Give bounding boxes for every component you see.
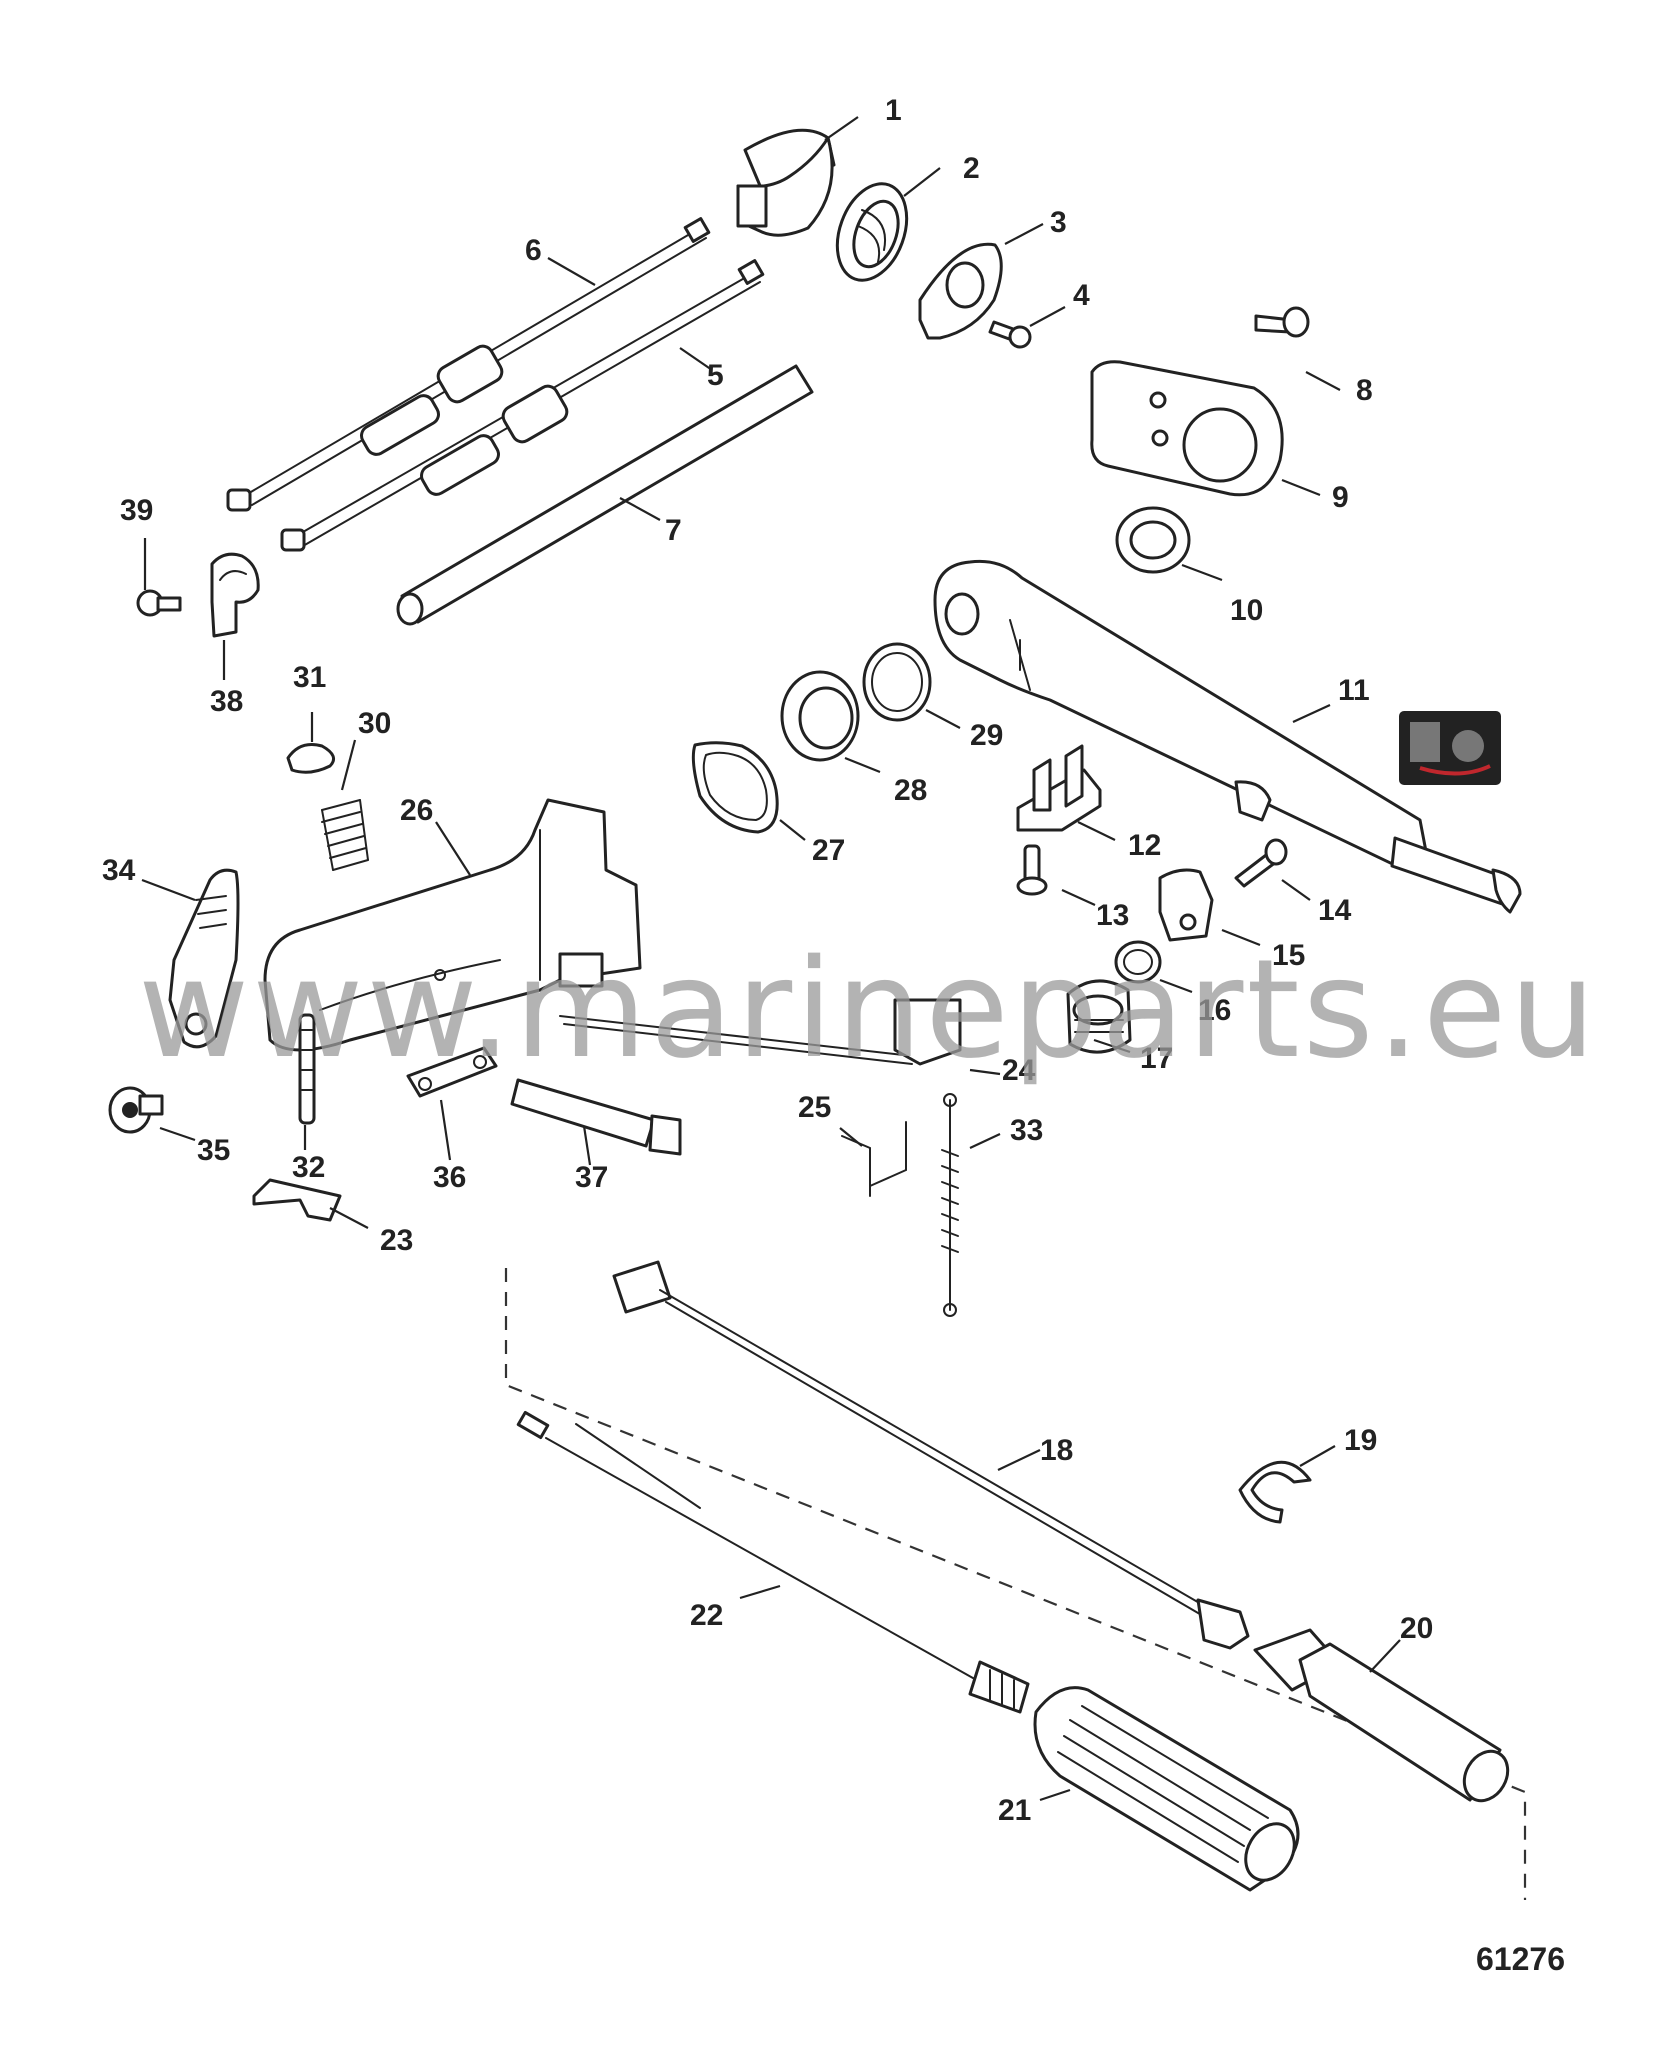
callout-30: 30 <box>358 707 391 740</box>
part-5-cable[interactable] <box>280 259 765 552</box>
part-12-bracket[interactable] <box>1016 744 1102 832</box>
callout-27: 27 <box>812 834 845 867</box>
part-30-spring[interactable] <box>321 799 369 871</box>
part-18-throttle-shaft[interactable] <box>612 1260 1250 1650</box>
callout-32: 32 <box>292 1151 325 1184</box>
callout-6: 6 <box>525 234 542 267</box>
callout-5: 5 <box>707 359 724 392</box>
callout-13: 13 <box>1096 899 1129 932</box>
part-6-cable[interactable] <box>226 217 711 512</box>
part-13-pin[interactable] <box>1016 844 1048 896</box>
part-26-housing[interactable] <box>263 798 642 1052</box>
part-16-ring[interactable] <box>1114 940 1162 984</box>
callout-7: 7 <box>665 514 682 547</box>
part-35-screw[interactable] <box>108 1086 164 1134</box>
callout-39: 39 <box>120 494 153 527</box>
callout-16: 16 <box>1198 994 1231 1027</box>
part-11-tiller-arm[interactable] <box>933 559 1522 914</box>
callout-12: 12 <box>1128 829 1161 862</box>
callout-21: 21 <box>998 1794 1031 1827</box>
callout-19: 19 <box>1344 1424 1377 1457</box>
callout-9: 9 <box>1332 481 1349 514</box>
part-17-fitting[interactable] <box>1066 979 1132 1054</box>
part-3-plate[interactable] <box>918 242 1003 340</box>
part-2-spring-pack[interactable] <box>825 174 919 290</box>
part-27-o-ring[interactable] <box>691 741 779 834</box>
callout-14: 14 <box>1318 894 1352 927</box>
part-15-clamp-block[interactable] <box>1158 868 1214 942</box>
part-23-clip[interactable] <box>252 1178 342 1222</box>
part-31-clip[interactable] <box>286 743 336 774</box>
callout-26: 26 <box>400 794 433 827</box>
callout-31: 31 <box>293 661 326 694</box>
callout-15: 15 <box>1272 939 1305 972</box>
callout-3: 3 <box>1050 206 1067 239</box>
part-22-stop-switch-lead[interactable] <box>516 1410 1030 1714</box>
watermark: www.marineparts.eu <box>138 931 1599 1089</box>
callout-20: 20 <box>1400 1612 1433 1645</box>
callout-37: 37 <box>575 1161 608 1194</box>
callout-2: 2 <box>963 152 980 185</box>
callout-29: 29 <box>970 719 1003 752</box>
figure-number: 61276 <box>1476 1941 1565 1977</box>
callout-25: 25 <box>798 1091 831 1124</box>
assembly-guide-line <box>504 1268 1527 1900</box>
part-24-link-rod[interactable] <box>559 998 962 1066</box>
part-29-ring[interactable] <box>862 642 932 722</box>
callout-35: 35 <box>197 1134 230 1167</box>
callout-23: 23 <box>380 1224 413 1257</box>
part-1-clamp[interactable] <box>736 128 836 237</box>
callout-36: 36 <box>433 1161 466 1194</box>
callout-22: 22 <box>690 1599 723 1632</box>
part-9-cover-plate[interactable] <box>1090 360 1284 497</box>
part-19-retaining-ring[interactable] <box>1238 1460 1312 1524</box>
part-37-bolt[interactable] <box>510 1078 682 1156</box>
callout-33: 33 <box>1010 1114 1043 1147</box>
callout-11: 11 <box>1338 674 1370 707</box>
part-33-extension-spring[interactable] <box>941 1093 959 1317</box>
part-10-seal[interactable] <box>1115 506 1191 574</box>
callout-28: 28 <box>894 774 927 807</box>
part-21-grip[interactable] <box>1033 1686 1304 1892</box>
part-32-spring-pin[interactable] <box>298 1013 316 1125</box>
part-14-bolt[interactable] <box>1234 838 1288 888</box>
part-36-plate[interactable] <box>406 1046 498 1098</box>
callout-34: 34 <box>102 854 136 887</box>
part-39-screw[interactable] <box>136 589 182 617</box>
part-34-lever[interactable] <box>168 868 240 1049</box>
part-20-throttle-core[interactable] <box>1253 1628 1516 1809</box>
callout-24: 24 <box>1002 1054 1036 1087</box>
part-38-clip[interactable] <box>210 552 260 638</box>
callout-8: 8 <box>1356 374 1373 407</box>
callout-38: 38 <box>210 685 243 718</box>
part-8-bolt[interactable] <box>1254 306 1310 338</box>
callout-17: 17 <box>1140 1042 1173 1075</box>
part-4-screw[interactable] <box>988 320 1032 349</box>
part-7-rod[interactable] <box>396 364 814 626</box>
callout-10: 10 <box>1230 594 1263 627</box>
warning-decal <box>1399 711 1501 785</box>
part-28-bushing[interactable] <box>780 670 860 762</box>
callout-1: 1 <box>885 94 902 127</box>
callout-4: 4 <box>1073 279 1090 312</box>
callout-18: 18 <box>1040 1434 1073 1467</box>
part-25-clip[interactable] <box>841 1121 907 1197</box>
